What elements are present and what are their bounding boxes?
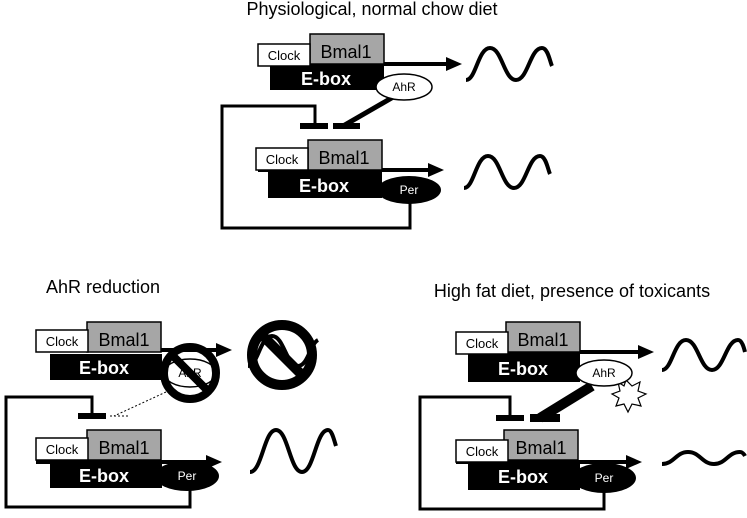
ahr-label: AhR	[592, 366, 616, 380]
lower-gene-highfat: Bmal1 Clock E-box Per	[455, 429, 642, 493]
bmal1-box	[86, 321, 162, 353]
clock-label: Clock	[46, 334, 79, 349]
ebox-label: E-box	[301, 69, 351, 89]
upper-gene-reduction: Bmal1 Clock E-box	[35, 321, 232, 380]
arrowhead-icon	[446, 57, 462, 71]
panel-title-reduction: AhR reduction	[46, 277, 160, 297]
clock-box	[255, 147, 309, 171]
arrowhead-icon	[638, 345, 654, 359]
ahr-prohibited: AhR	[160, 343, 220, 403]
per-ellipse	[572, 463, 636, 493]
no-symbol-icon	[160, 343, 220, 403]
sine-wave-icon	[249, 427, 338, 475]
ebox-box	[468, 354, 580, 382]
ebox-box	[468, 462, 580, 490]
sine-wave-icon	[465, 45, 554, 83]
lower-gene-reduction: Bmal1 Clock E-box Per	[35, 429, 222, 491]
feedback-loop-line	[418, 395, 606, 511]
per-ellipse	[377, 176, 441, 204]
sine-wave-icon	[463, 153, 552, 191]
bmal1-label: Bmal1	[515, 438, 566, 458]
ahr-ellipse	[375, 73, 433, 101]
arrowhead-icon	[206, 455, 222, 469]
ebox-box	[268, 172, 382, 198]
ebox-label: E-box	[79, 358, 129, 378]
per-label: Per	[595, 471, 614, 485]
no-symbol-slash	[169, 352, 211, 394]
panel-title-highfat: High fat diet, presence of toxicants	[434, 281, 710, 301]
arrowhead-icon	[626, 455, 642, 469]
clock-label: Clock	[466, 444, 499, 459]
ahr-inhibition-line	[537, 381, 595, 423]
upper-gene-normal: Bmal1 Clock E-box	[257, 33, 462, 90]
panel-title-normal: Physiological, normal chow diet	[246, 0, 497, 19]
per-label: Per	[400, 183, 419, 197]
per-ellipse	[155, 461, 219, 491]
panel-highfat: High fat diet, presence of toxicants Bma…	[418, 281, 747, 511]
clock-box	[35, 437, 89, 461]
per-label: Per	[178, 469, 197, 483]
upper-gene-highfat: Bmal1 Clock E-box	[455, 321, 654, 382]
bmal1-label: Bmal1	[98, 438, 149, 458]
bmal1-box	[86, 429, 162, 461]
clock-box	[35, 329, 89, 353]
ahr-ellipse	[575, 359, 633, 387]
ebox-label: E-box	[79, 466, 129, 486]
panel-normal: Physiological, normal chow diet Bmal1 Cl…	[220, 0, 554, 230]
ebox-label: E-box	[498, 467, 548, 487]
no-symbol-slash	[258, 331, 306, 379]
ahr-label: AhR	[392, 80, 416, 94]
feedback-loop-line	[220, 104, 412, 230]
ebox-label: E-box	[299, 176, 349, 196]
ebox-label: E-box	[498, 359, 548, 379]
no-symbol-icon	[247, 320, 317, 390]
feedback-loop-line	[4, 395, 192, 509]
bmal1-label: Bmal1	[98, 330, 149, 350]
starburst-icon	[610, 378, 648, 414]
ebox-box	[50, 354, 162, 380]
ebox-box	[50, 462, 162, 488]
arrowhead-icon	[216, 343, 232, 357]
clock-label: Clock	[46, 442, 79, 457]
bmal1-label: Bmal1	[517, 330, 568, 350]
bmal1-label: Bmal1	[318, 148, 369, 168]
arrowhead-icon	[428, 163, 444, 177]
clock-label: Clock	[268, 48, 301, 63]
disrupted-rhythm	[247, 320, 320, 390]
ahr-inhibition-line	[341, 93, 397, 129]
sine-wave-icon	[661, 449, 747, 467]
panel-reduction: AhR reduction Bmal1 Clock E-box AhR	[4, 277, 338, 509]
bmal1-box	[505, 321, 581, 353]
bmal1-box	[309, 33, 385, 65]
clock-label: Clock	[266, 152, 299, 167]
bmal1-label: Bmal1	[320, 42, 371, 62]
ebox-box	[270, 66, 384, 90]
weak-inhibition-line	[113, 391, 167, 417]
clock-label: Clock	[466, 336, 499, 351]
lower-gene-normal: Bmal1 Clock E-box Per	[255, 139, 444, 204]
sine-wave-icon	[661, 337, 747, 373]
